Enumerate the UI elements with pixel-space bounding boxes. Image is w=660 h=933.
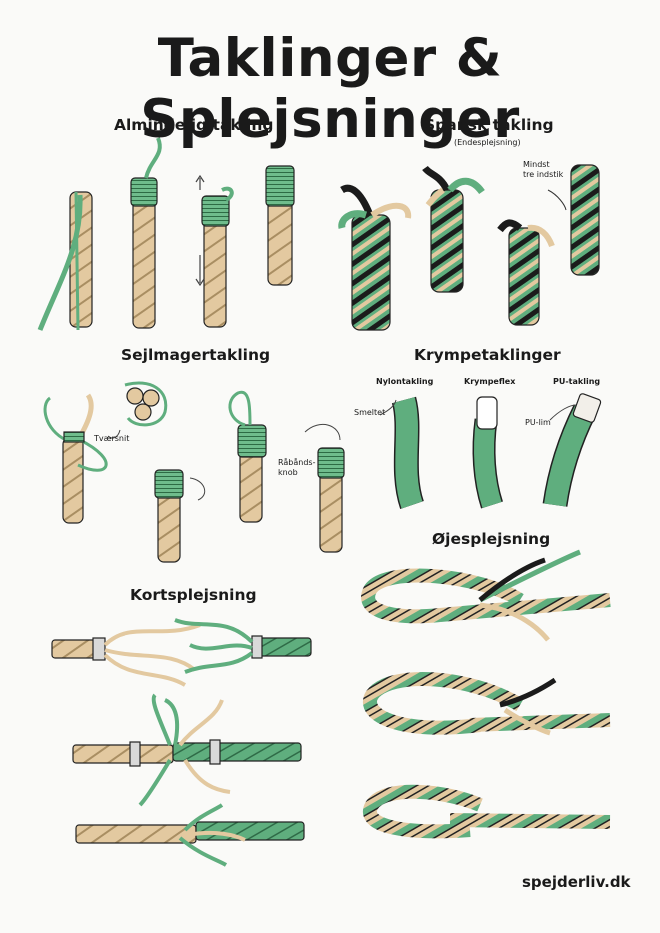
sejlmager-rope-1 xyxy=(43,393,108,524)
sejlmager-rope-4 xyxy=(304,423,345,553)
almindelig-rope-1 xyxy=(37,191,93,331)
spansk-note: Mindst tre indstik xyxy=(523,160,564,179)
sejlmager-rope-2 xyxy=(154,469,206,563)
sejlmager-note-knot: Råbånds- knob xyxy=(278,458,316,477)
oje-splice-3 xyxy=(363,784,611,839)
krympe-title: Krympetaklinger xyxy=(414,346,561,364)
ojesplejsning-title: Øjesplejsning xyxy=(432,530,551,548)
spansk-title: Spansk takling xyxy=(424,116,554,134)
sejlmager-note-cross: Tværsnit xyxy=(94,434,130,443)
sejlmager-title: Sejlmagertakling xyxy=(121,346,271,364)
krympe-note-pulim: PU-lim xyxy=(525,418,551,427)
spansk-rope-1 xyxy=(338,184,412,331)
spansk-rope-4 xyxy=(547,164,600,276)
almindelig-rope-2 xyxy=(130,137,162,329)
almindelig-rope-4 xyxy=(265,165,295,286)
spansk-rope-3 xyxy=(497,219,555,326)
krympe-note-smeltet: Smeltet xyxy=(354,408,386,417)
krympe-label-pu: PU-takling xyxy=(553,377,601,386)
krympe-rope-3 xyxy=(542,393,602,507)
sejlmager-rope-3 xyxy=(228,390,267,523)
almindelig-rope-3 xyxy=(195,174,234,328)
oje-splice-2 xyxy=(363,671,611,736)
sejlmager-cross-section xyxy=(107,381,168,439)
spansk-subtitle: (Endesplejsning) xyxy=(454,138,521,147)
krympe-rope-1 xyxy=(379,396,425,510)
kortsplejsning-title: Kortsplejsning xyxy=(130,586,257,604)
krympe-rope-2 xyxy=(472,396,504,509)
kort-splice-2 xyxy=(72,693,302,807)
poster-title: Taklinger & Splejsninger xyxy=(140,28,520,150)
krympe-label-krympeflex: Krympeflex xyxy=(464,377,516,386)
kort-splice-1 xyxy=(51,618,312,687)
krympe-label-nylon: Nylontakling xyxy=(376,377,434,386)
oje-splice-1 xyxy=(361,549,611,642)
kort-splice-3 xyxy=(75,803,305,867)
almindelig-title: Almindelig takling xyxy=(114,116,274,134)
footer-url: spejderliv.dk xyxy=(522,873,631,891)
spansk-rope-2 xyxy=(422,165,485,293)
